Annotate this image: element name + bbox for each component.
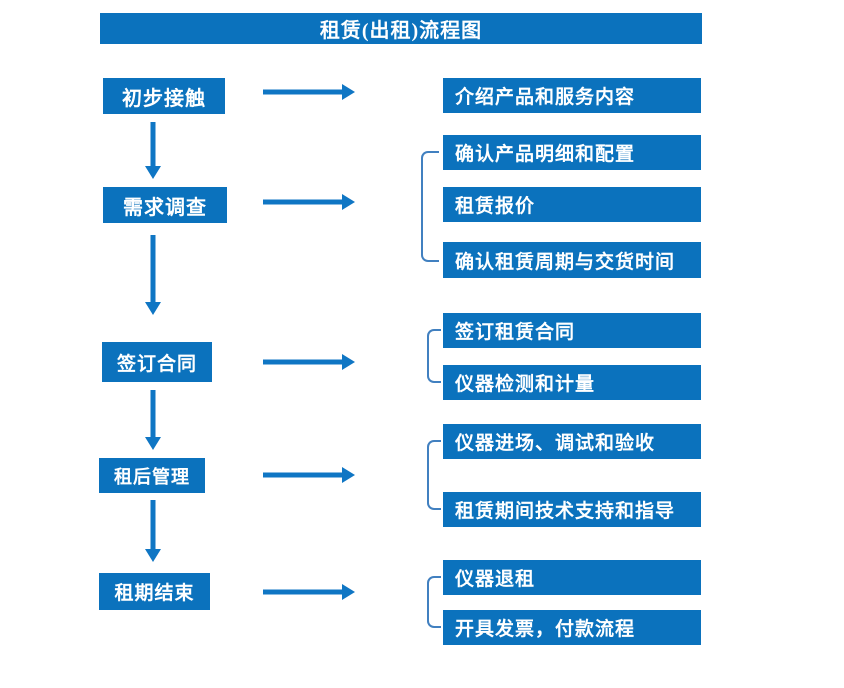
arrow-right-icon [263,467,355,483]
output-box: 确认租赁周期与交货时间 [443,242,701,278]
step-box-post-rental-management: 租后管理 [99,458,205,493]
arrow-right-icon [263,194,355,210]
group-bracket [427,329,441,383]
arrow-down-icon [144,122,162,179]
output-box: 仪器进场、调试和验收 [443,424,701,459]
output-box: 确认产品明细和配置 [443,135,701,170]
output-box: 开具发票，付款流程 [443,610,701,645]
output-box: 签订租赁合同 [443,313,701,348]
arrow-down-icon [144,235,162,315]
output-box: 租赁期间技术支持和指导 [443,492,701,527]
page-title: 租赁(出租)流程图 [100,13,702,44]
output-box: 租赁报价 [443,187,701,222]
step-box-sign-contract: 签订合同 [102,342,212,382]
group-bracket [421,151,439,262]
output-box: 仪器检测和计量 [443,365,701,400]
output-box: 仪器退租 [443,560,701,595]
output-box: 介绍产品和服务内容 [443,78,701,113]
step-box-demand-survey: 需求调查 [103,187,227,223]
arrow-right-icon [263,354,355,370]
step-box-initial-contact: 初步接触 [103,78,225,114]
arrow-down-icon [144,500,162,562]
arrow-right-icon [263,584,355,600]
arrow-right-icon [263,84,355,100]
arrow-down-icon [144,390,162,450]
step-box-rental-end: 租期结束 [99,573,210,610]
group-bracket [427,440,441,510]
group-bracket [427,576,441,628]
